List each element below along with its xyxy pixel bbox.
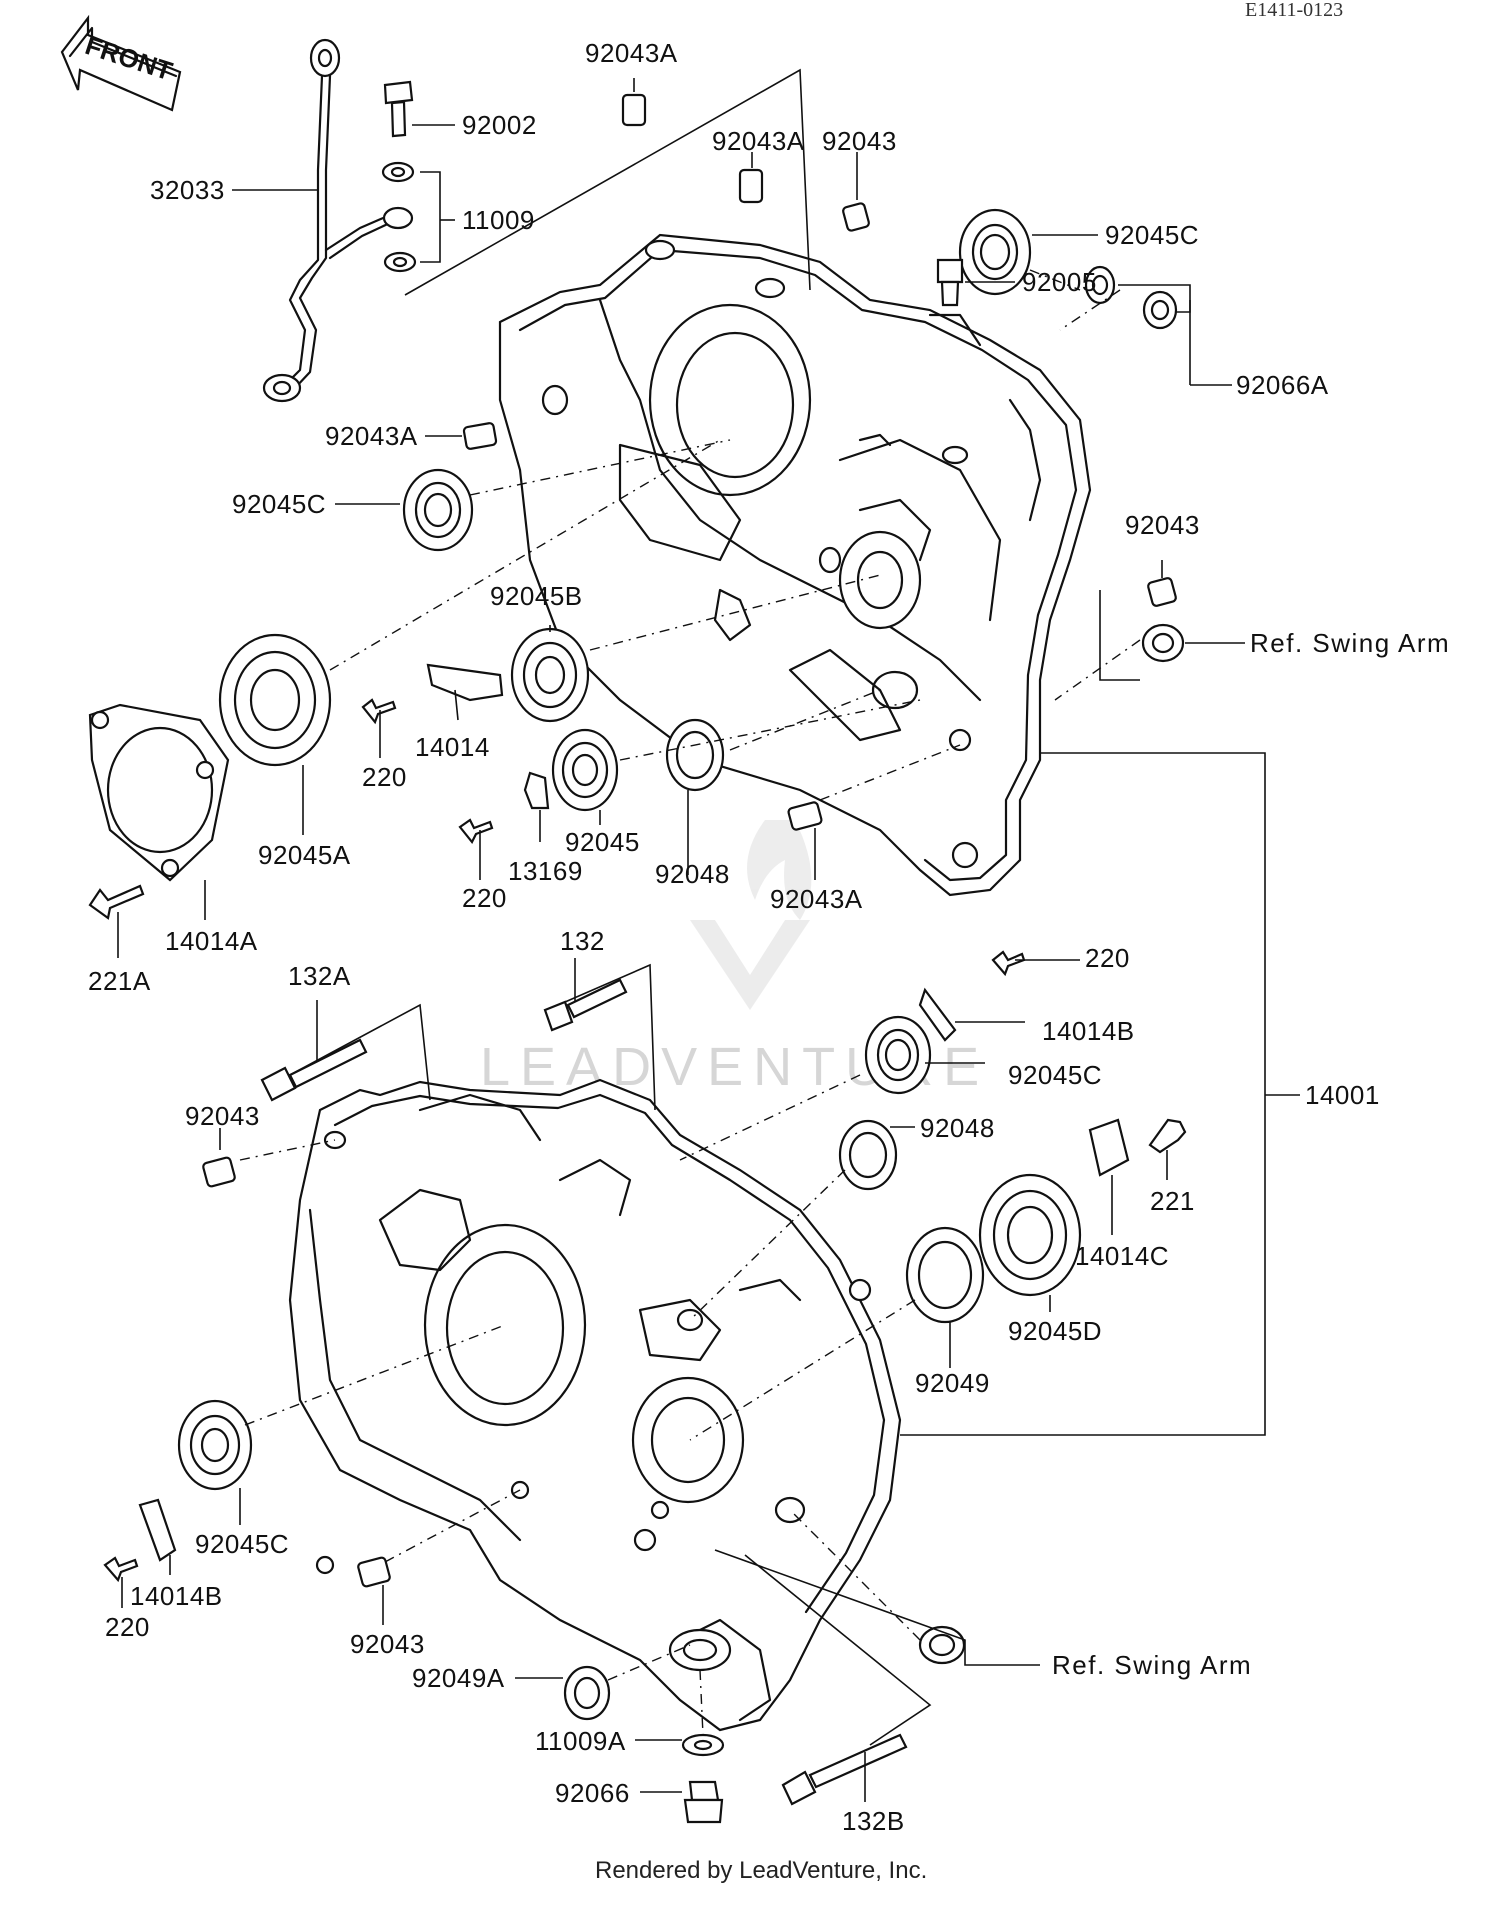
label-92049: 92049 — [915, 1368, 990, 1398]
label-92048-a: 92048 — [655, 859, 730, 889]
assembly-centerlines — [239, 269, 1141, 1736]
ref-swing-arm-top: Ref. Swing Arm — [1250, 628, 1450, 658]
label-92045C-bottom-left: 92045C — [195, 1529, 289, 1559]
label-14014B-right: 14014B — [1042, 1016, 1135, 1046]
label-11009A: 11009A — [535, 1726, 626, 1756]
label-92048-b: 92048 — [920, 1113, 995, 1143]
label-92043A-2: 92043A — [712, 126, 805, 156]
watermark-logo — [690, 820, 812, 1010]
label-92045A: 92045A — [258, 840, 351, 870]
label-92045B: 92045B — [490, 581, 583, 611]
label-92005: 92005 — [1022, 267, 1097, 297]
label-14014: 14014 — [415, 732, 490, 762]
label-14001: 14001 — [1305, 1080, 1380, 1110]
washers-11009 — [381, 161, 417, 273]
label-14014A: 14014A — [165, 926, 258, 956]
upper-crankcase-half — [498, 233, 1092, 897]
label-92045C-top-right: 92045C — [1105, 220, 1199, 250]
label-221A: 221A — [88, 966, 151, 996]
label-221: 221 — [1150, 1186, 1195, 1216]
label-92045C-left: 92045C — [232, 489, 326, 519]
label-92043-left: 92043 — [185, 1101, 260, 1131]
retainer-plates — [88, 663, 1130, 1562]
label-92066: 92066 — [555, 1778, 630, 1808]
label-132A: 132A — [288, 961, 351, 991]
label-92045D: 92045D — [1008, 1316, 1102, 1346]
label-92049A: 92049A — [412, 1663, 505, 1693]
label-14014B-bottom-left: 14014B — [130, 1581, 223, 1611]
label-92043-top: 92043 — [822, 126, 897, 156]
banjo-bolt-92002 — [383, 80, 414, 138]
lower-crankcase-half — [288, 1078, 902, 1732]
ref-swing-arm-bottom: Ref. Swing Arm — [1052, 1650, 1252, 1680]
oil-pipe-32033 — [262, 38, 414, 403]
label-14014C: 14014C — [1075, 1241, 1169, 1271]
footer-credit: Rendered by LeadVenture, Inc. — [595, 1857, 927, 1884]
dowel-pins — [202, 93, 1177, 1588]
label-92066A: 92066A — [1236, 370, 1329, 400]
label-220-d: 220 — [105, 1612, 150, 1642]
label-132B: 132B — [842, 1806, 905, 1836]
screws-and-bolts — [88, 258, 1187, 1824]
document-code: E1411-0123 — [1245, 0, 1343, 21]
label-92045: 92045 — [565, 827, 640, 857]
label-92043A-mid: 92043A — [770, 884, 863, 914]
label-92043-right: 92043 — [1125, 510, 1200, 540]
label-92043-bottom: 92043 — [350, 1629, 425, 1659]
leader-lines — [117, 68, 1300, 1802]
label-13169: 13169 — [508, 856, 583, 886]
label-32033: 32033 — [150, 175, 225, 205]
label-132: 132 — [560, 926, 605, 956]
label-92045C-right: 92045C — [1008, 1060, 1102, 1090]
front-arrow-icon: FRONT — [60, 14, 182, 112]
label-11009: 11009 — [462, 205, 535, 235]
label-220-b: 220 — [462, 883, 507, 913]
label-92043A-left: 92043A — [325, 421, 418, 451]
part-labels: 32033 92002 11009 92043A 92043A 92043 92… — [88, 38, 1450, 1836]
label-220-a: 220 — [362, 762, 407, 792]
oil-seals-and-collars — [563, 265, 1185, 1721]
bearings — [177, 208, 1082, 1491]
label-220-c: 220 — [1085, 943, 1130, 973]
label-92043A-top: 92043A — [585, 38, 678, 68]
label-92002: 92002 — [462, 110, 537, 140]
